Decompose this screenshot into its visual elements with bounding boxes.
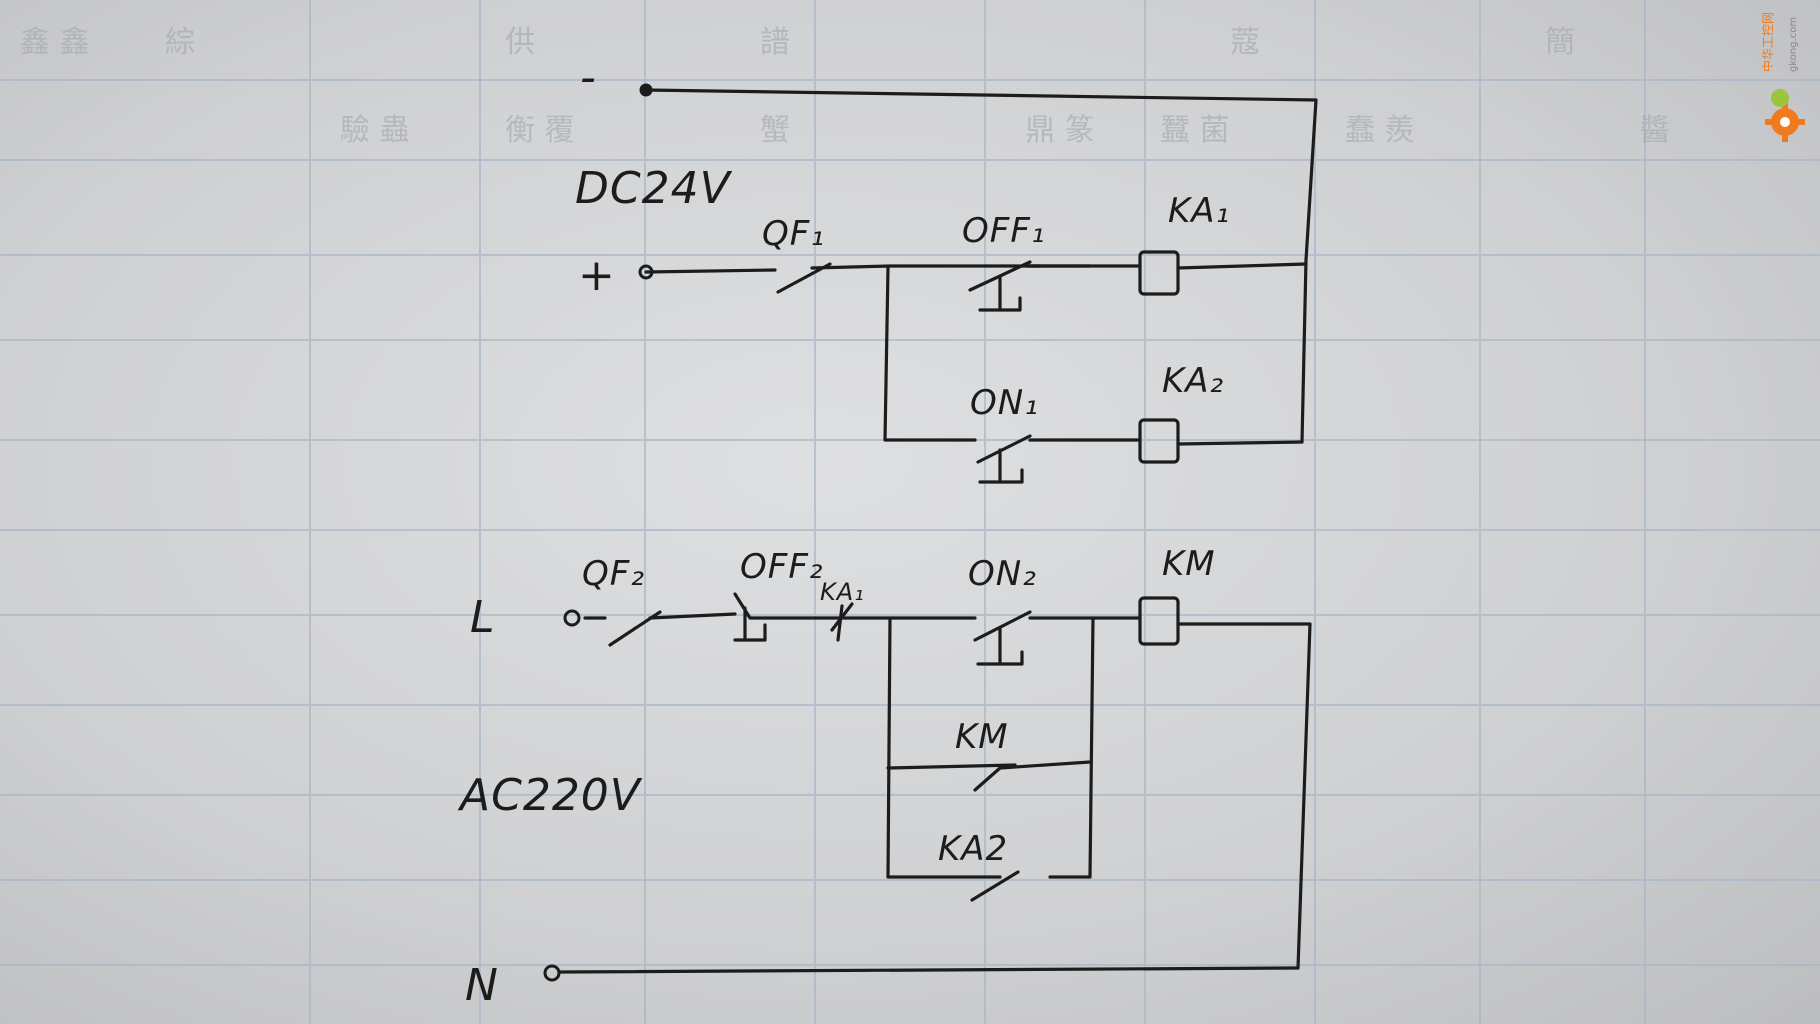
ka2-contact [970, 870, 1020, 902]
dc-plus-feed [644, 268, 777, 274]
ka2-label: KA₂ [1162, 361, 1224, 401]
ka1-coil [1138, 250, 1180, 296]
small-gear-icon [1771, 89, 1789, 107]
ac-branch-right [1048, 616, 1095, 879]
ka1-label: KA₁ [1168, 191, 1230, 231]
dc-supply-label: DC24V [575, 163, 733, 214]
svg-text:譜: 譜 [760, 25, 790, 60]
svg-text:蟹: 蟹 [760, 113, 790, 148]
on1-contact [976, 434, 1032, 464]
km-coil [1138, 596, 1180, 646]
minus-label: - [580, 52, 597, 103]
on2-contact [973, 610, 1032, 642]
svg-text:鼎 篆: 鼎 篆 [1025, 113, 1095, 148]
on1-label: ON₁ [970, 383, 1039, 423]
line-terminal [563, 609, 581, 627]
km-hold-contact [973, 760, 1092, 792]
km-hold-label: KM [955, 717, 1009, 757]
ka1-aux-label: KA₁ [820, 578, 865, 606]
gear-icon [1765, 102, 1805, 142]
off1-label: OFF₁ [962, 211, 1046, 251]
ka2-contact-label: KA2 [938, 829, 1008, 869]
svg-text:驗 蟲: 驗 蟲 [340, 113, 410, 148]
svg-text:綜: 綜 [165, 25, 195, 60]
svg-text:鑫 鑫: 鑫 鑫 [20, 25, 90, 60]
off2-label: OFF₂ [740, 547, 824, 587]
svg-text:蠢 羨: 蠢 羨 [1345, 113, 1415, 148]
qf2-label: QF₂ [582, 554, 645, 594]
neutral-label: N [465, 960, 499, 1011]
km-coil-label: KM [1162, 544, 1216, 584]
watermark: 中华工控网 gkong.com [1760, 12, 1805, 142]
off1-contact [968, 260, 1032, 292]
ac-neutral-rail [558, 966, 1300, 974]
neutral-terminal [543, 964, 561, 982]
on2-label: ON₂ [968, 554, 1037, 594]
dc-minus-rail [644, 88, 1318, 262]
dc-right-return [1300, 258, 1308, 444]
svg-text:供: 供 [505, 25, 535, 60]
svg-text:蔻: 蔻 [1230, 25, 1260, 60]
off2-contact [733, 592, 784, 620]
minus-terminal [639, 83, 653, 97]
ac-supply-label: AC220V [457, 770, 643, 821]
svg-text:蠶 菌: 蠶 菌 [1160, 113, 1230, 148]
watermark-url: gkong.com [1788, 17, 1799, 72]
ac-branch-left [886, 616, 1002, 879]
svg-text:簡: 簡 [1545, 25, 1575, 60]
svg-text:醬: 醬 [1640, 113, 1670, 148]
watermark-brand: 中华工控网 [1760, 12, 1775, 72]
dc-branch [883, 266, 977, 442]
svg-text:衡 覆: 衡 覆 [505, 113, 575, 148]
bleed-through-print: 鑫 鑫 綜 供 譜 蔻 簡 驗 蟲 衡 覆 蟹 鼎 篆 蠶 菌 蠢 羨 醬 [20, 25, 1670, 148]
qf1-label: QF₁ [762, 214, 825, 254]
plus-terminal [638, 264, 654, 280]
ka2-coil [1138, 418, 1180, 464]
plus-label: + [578, 250, 616, 301]
line-label: L [470, 592, 496, 643]
